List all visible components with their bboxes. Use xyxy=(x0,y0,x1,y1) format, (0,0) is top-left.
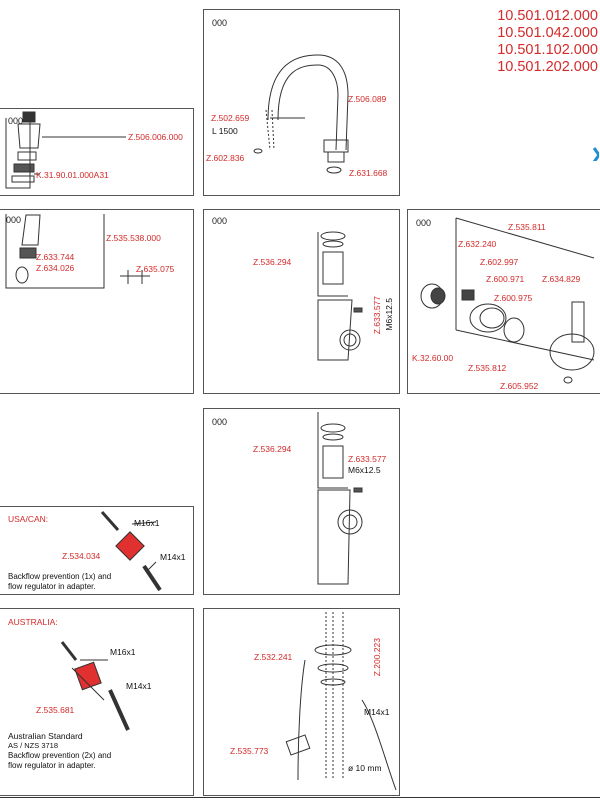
usa-note: Backflow prevention (1x) and flow regula… xyxy=(8,572,111,592)
label-part-240: Z.632.240 xyxy=(458,239,497,249)
label-aerator-clip: Z.635.075 xyxy=(136,264,175,274)
panel-code-swivel: 000 xyxy=(212,216,228,226)
label-screw-size: M6x12.5 xyxy=(384,298,394,331)
usa-thread-top: M16x1 xyxy=(134,518,160,528)
panel-code-spout: 000 xyxy=(212,18,228,28)
label-oring: Z.631.668 xyxy=(349,168,388,178)
label-screw-2: Z.633.577 xyxy=(348,454,387,464)
label-hose: Z.502.659 xyxy=(211,113,250,123)
aus-thread-top: M16x1 xyxy=(110,647,136,657)
label-cartridge-2: Z.536.294 xyxy=(253,444,292,454)
label-part-812: Z.535.812 xyxy=(468,363,507,373)
panel-code-lever: 000 xyxy=(416,218,432,228)
usa-region: USA/CAN: xyxy=(8,514,49,524)
label-cover: Z.535.811 xyxy=(508,222,546,232)
bottom-rule xyxy=(0,797,600,798)
label-aerator-insert: Z.634.026 xyxy=(36,263,75,273)
panel-code-aerator: 000 xyxy=(6,215,22,225)
usa-note-line-1: Backflow prevention (1x) and xyxy=(8,572,112,581)
label-washer: Z.602.836 xyxy=(206,153,245,163)
usa-note-line-2: flow regulator in adapter. xyxy=(8,582,96,591)
label-hose-length: L 1500 xyxy=(212,126,238,136)
panel-swivel xyxy=(203,209,400,394)
label-cartridge: Z.536.294 xyxy=(253,257,292,267)
aus-standard-code: AS / NZS 3718 xyxy=(8,741,59,750)
label-lever: Z.634.829 xyxy=(542,274,581,284)
usa-adapter: Z.534.034 xyxy=(62,551,101,561)
label-mount-thread: M14x1 xyxy=(364,707,390,717)
aus-note-line-2: flow regulator in adapter. xyxy=(8,761,96,770)
label-screw: Z.633.577 xyxy=(372,296,382,335)
usa-thread-bottom: M14x1 xyxy=(160,552,186,562)
article-number-3: 10.501.102.000 xyxy=(497,42,598,58)
label-aerator: Z.535.538.000 xyxy=(106,233,161,243)
article-number-1: 10.501.012.000 xyxy=(497,8,598,24)
panel-usa xyxy=(0,506,194,595)
label-knob: K.32.60.00 xyxy=(412,353,454,363)
aus-thread-bottom: M14x1 xyxy=(126,681,152,691)
label-spray-insert: K.31.90.01.000A31 xyxy=(36,170,109,180)
article-number-2: 10.501.042.000 xyxy=(497,25,598,41)
aus-adapter: Z.535.681 xyxy=(36,705,75,715)
aus-standard: Australian Standard AS / NZS 3718 Backfl… xyxy=(8,731,111,771)
chevron-right-icon[interactable] xyxy=(593,147,599,161)
article-numbers: 10.501.012.000 10.501.042.000 10.501.102… xyxy=(488,8,598,76)
panel-mounting xyxy=(203,608,400,796)
panel-spout xyxy=(203,9,400,196)
panel-code-swivel-2: 000 xyxy=(212,417,228,427)
article-number-4: 10.501.202.000 xyxy=(497,59,598,75)
label-set: Z.200.223 xyxy=(372,638,382,677)
aus-note-line-1: Backflow prevention (2x) and xyxy=(8,751,112,760)
label-nut: Z.532.241 xyxy=(254,652,293,662)
panel-swivel-2 xyxy=(203,408,400,595)
aus-region: AUSTRALIA: xyxy=(8,617,58,627)
label-part-975: Z.600.975 xyxy=(494,293,533,303)
label-screw-size-2: M6x12.5 xyxy=(348,465,381,475)
label-part-971: Z.600.971 xyxy=(486,274,525,284)
label-part-952: Z.605.952 xyxy=(500,381,539,391)
aus-standard-title: Australian Standard xyxy=(8,731,83,741)
label-diameter: ø 10 mm xyxy=(348,763,382,773)
label-spout: Z.506.089 xyxy=(348,94,387,104)
panel-aerator xyxy=(0,209,194,394)
label-aerator-seal: Z.633.744 xyxy=(36,252,75,262)
label-hose-clip: Z.535.773 xyxy=(230,746,269,756)
label-part-997: Z.602.997 xyxy=(480,257,519,267)
panel-australia xyxy=(0,608,194,796)
label-spray-head: Z.506.006.000 xyxy=(128,132,183,142)
panel-code-spray: 000 xyxy=(8,116,24,126)
